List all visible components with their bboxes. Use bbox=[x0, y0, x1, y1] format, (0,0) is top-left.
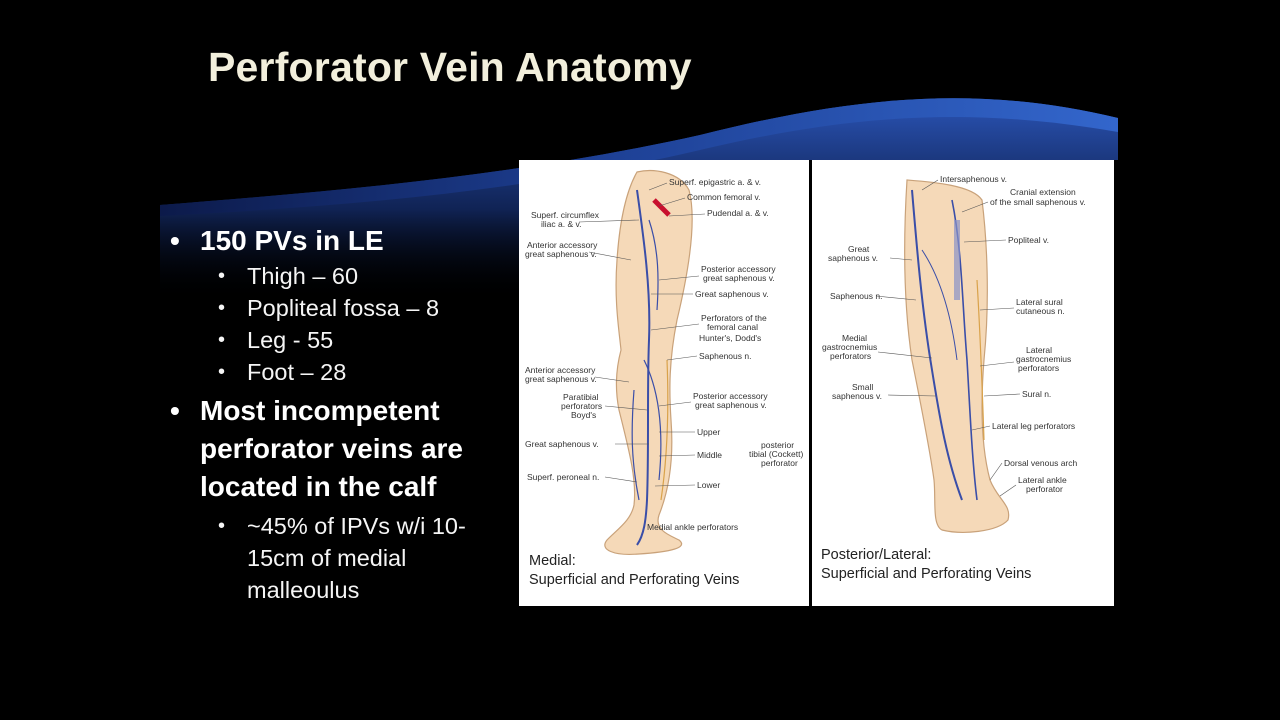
figure-label: great saphenous v. bbox=[703, 273, 775, 283]
figure-label: Popliteal v. bbox=[1008, 235, 1049, 245]
figure-caption: Posterior/Lateral: Superficial and Perfo… bbox=[821, 546, 1031, 584]
figure-label: Boyd's bbox=[571, 410, 596, 420]
figure-label: cutaneous n. bbox=[1016, 306, 1065, 316]
bullet-marker: • bbox=[218, 329, 226, 351]
posterior-figure-panel: Intersaphenous v. Cranial extension of t… bbox=[812, 160, 1114, 606]
figure-label: Intersaphenous v. bbox=[940, 174, 1007, 184]
bullet-marker: • bbox=[218, 265, 226, 287]
sub-bullet-text: Leg - 55 bbox=[247, 327, 334, 353]
figure-label: Sural n. bbox=[1022, 389, 1051, 399]
figure-label: Superf. peroneal n. bbox=[527, 472, 599, 482]
bullet-marker: • bbox=[218, 361, 226, 383]
medial-figure-panel: Superf. epigastric a. & v. Common femora… bbox=[519, 160, 809, 606]
figure-label: Posterior accessory bbox=[701, 264, 776, 274]
figure-label: Upper bbox=[697, 427, 720, 437]
figure-label: iliac a. & v. bbox=[541, 219, 581, 229]
figure-label: Small bbox=[852, 382, 873, 392]
figure-label: gastrocnemius bbox=[1016, 354, 1071, 364]
figure-label: Perforators of the bbox=[701, 313, 767, 323]
sub-bullet-item: • Popliteal fossa – 8 bbox=[166, 292, 511, 324]
figure-label: posterior bbox=[761, 440, 794, 450]
bullet-marker: • bbox=[218, 515, 226, 537]
figure-label: Saphenous n. bbox=[699, 351, 751, 361]
figure-label: Medial bbox=[842, 333, 867, 343]
figure-label: tibial (Cockett) bbox=[749, 449, 803, 459]
sub-bullet-item: • Foot – 28 bbox=[166, 356, 511, 388]
figure-label: Hunter's, Dodd's bbox=[699, 333, 761, 343]
figure-label: great saphenous v. bbox=[695, 400, 767, 410]
figure-label: Great saphenous v. bbox=[525, 439, 599, 449]
figure-label: Superf. epigastric a. & v. bbox=[669, 177, 761, 187]
sub-bullet-item: • Leg - 55 bbox=[166, 324, 511, 356]
bullet-marker: • bbox=[170, 225, 180, 256]
figure-label: great saphenous v. bbox=[525, 249, 597, 259]
slide-title: Perforator Vein Anatomy bbox=[208, 44, 692, 90]
figure-label: Superf. circumflex bbox=[531, 210, 600, 220]
bullet-marker: • bbox=[218, 297, 226, 319]
figure-label: Pudendal a. & v. bbox=[707, 208, 769, 218]
figure-label: Great saphenous v. bbox=[695, 289, 769, 299]
figure-label: saphenous v. bbox=[832, 391, 882, 401]
caption-line: Superficial and Perforating Veins bbox=[821, 566, 1032, 582]
figure-label: Lateral sural bbox=[1016, 297, 1063, 307]
figure-label: Anterior accessory bbox=[527, 240, 598, 250]
figure-label: Lateral bbox=[1026, 345, 1052, 355]
sub-bullet-text: Thigh – 60 bbox=[247, 263, 359, 289]
sub-bullet-item: • ~45% of IPVs w/i 10-15cm of medial mall… bbox=[166, 510, 511, 606]
figure-caption: Medial: Superficial and Perforating Vein… bbox=[529, 552, 739, 590]
figure-label: Lateral ankle bbox=[1018, 475, 1067, 485]
sub-bullet-text: ~45% of IPVs w/i 10-15cm of medial malle… bbox=[247, 513, 466, 603]
sub-bullet-item: • Thigh – 60 bbox=[166, 260, 511, 292]
bullet-item: • Most incompetent perforator veins are l… bbox=[166, 392, 511, 506]
medial-leg-illustration: Superf. epigastric a. & v. Common femora… bbox=[525, 169, 803, 555]
figure-label: perforators bbox=[830, 351, 871, 361]
bullet-list: • 150 PVs in LE • Thigh – 60 • Popliteal fo… bbox=[166, 222, 511, 606]
figure-label: gastrocnemius bbox=[822, 342, 877, 352]
figure-label: femoral canal bbox=[707, 322, 758, 332]
figure-label: Middle bbox=[697, 450, 722, 460]
figure-label: Common femoral v. bbox=[687, 192, 761, 202]
figure-label: Lower bbox=[697, 480, 720, 490]
figure-label: Saphenous n. bbox=[830, 291, 882, 301]
bullet-text: Most incompetent perforator veins are lo… bbox=[200, 395, 463, 502]
figure-label: Lateral leg perforators bbox=[992, 421, 1075, 431]
figure-label: perforator bbox=[1026, 484, 1063, 494]
bullet-text: 150 PVs in LE bbox=[200, 225, 384, 256]
caption-line: Posterior/Lateral: bbox=[821, 547, 932, 563]
caption-line: Superficial and Perforating Veins bbox=[529, 572, 740, 588]
figure-label: Medial ankle perforators bbox=[647, 522, 738, 532]
figure-label: Dorsal venous arch bbox=[1004, 458, 1078, 468]
figure-label: Anterior accessory bbox=[525, 365, 596, 375]
bullet-item: • 150 PVs in LE bbox=[166, 222, 511, 260]
posterior-leg-illustration: Intersaphenous v. Cranial extension of t… bbox=[822, 174, 1086, 533]
figure-label: saphenous v. bbox=[828, 253, 878, 263]
figure-label: Great bbox=[848, 244, 870, 254]
figure-label: great saphenous v. bbox=[525, 374, 597, 384]
figure-label: Cranial extension bbox=[1010, 187, 1076, 197]
sub-bullet-text: Popliteal fossa – 8 bbox=[247, 295, 440, 321]
sub-bullet-text: Foot – 28 bbox=[247, 359, 347, 385]
figure-label: perforator bbox=[761, 458, 798, 468]
figure-label: of the small saphenous v. bbox=[990, 197, 1086, 207]
figure-label: perforators bbox=[1018, 363, 1059, 373]
figure-label: Posterior accessory bbox=[693, 391, 768, 401]
figure-label: perforators bbox=[561, 401, 602, 411]
caption-line: Medial: bbox=[529, 553, 576, 569]
bullet-marker: • bbox=[170, 395, 180, 426]
figure-label: Paratibial bbox=[563, 392, 599, 402]
